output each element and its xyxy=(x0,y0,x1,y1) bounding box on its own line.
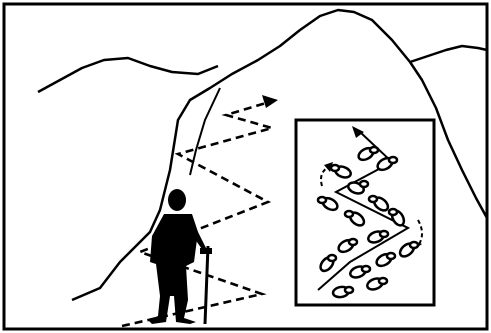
inset-footprints-diagram xyxy=(296,120,434,305)
